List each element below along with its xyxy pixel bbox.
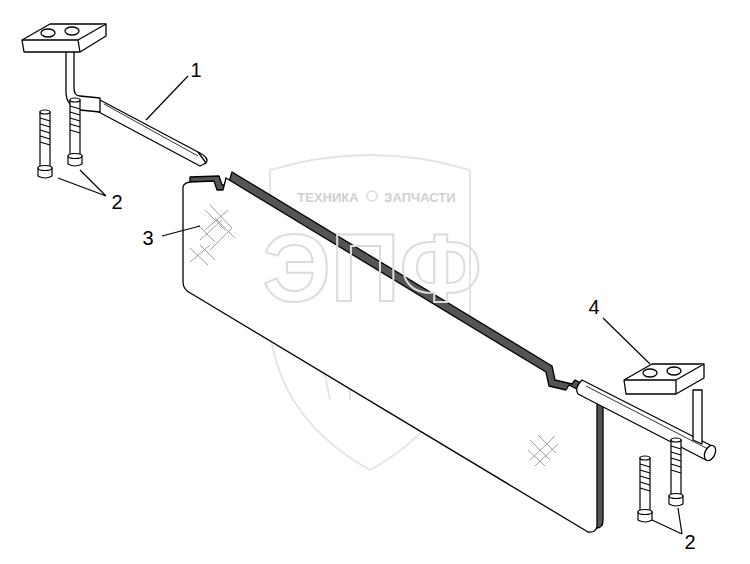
callout-number: 2 (111, 192, 122, 212)
visor-panel (183, 172, 603, 532)
watermark-text: ЭПФ (262, 220, 481, 316)
watermark-text: ЗАПЧАСТИ (384, 191, 455, 204)
watermark-text: ТЕХНИКА (297, 191, 358, 204)
bracket (577, 364, 718, 462)
leader-line (58, 76, 682, 534)
callout-number: 4 (588, 297, 599, 317)
callout-number: 2 (684, 532, 695, 552)
callout-number: 3 (142, 228, 153, 248)
bolt (38, 98, 82, 178)
bolt (638, 438, 683, 522)
callout-number: 1 (190, 60, 201, 80)
bracket (22, 24, 207, 166)
